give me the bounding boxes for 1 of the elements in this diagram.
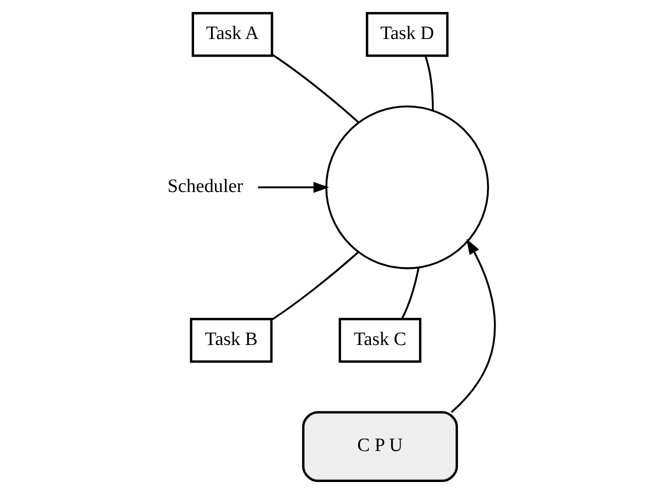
node-text: Scheduler: [168, 176, 244, 197]
